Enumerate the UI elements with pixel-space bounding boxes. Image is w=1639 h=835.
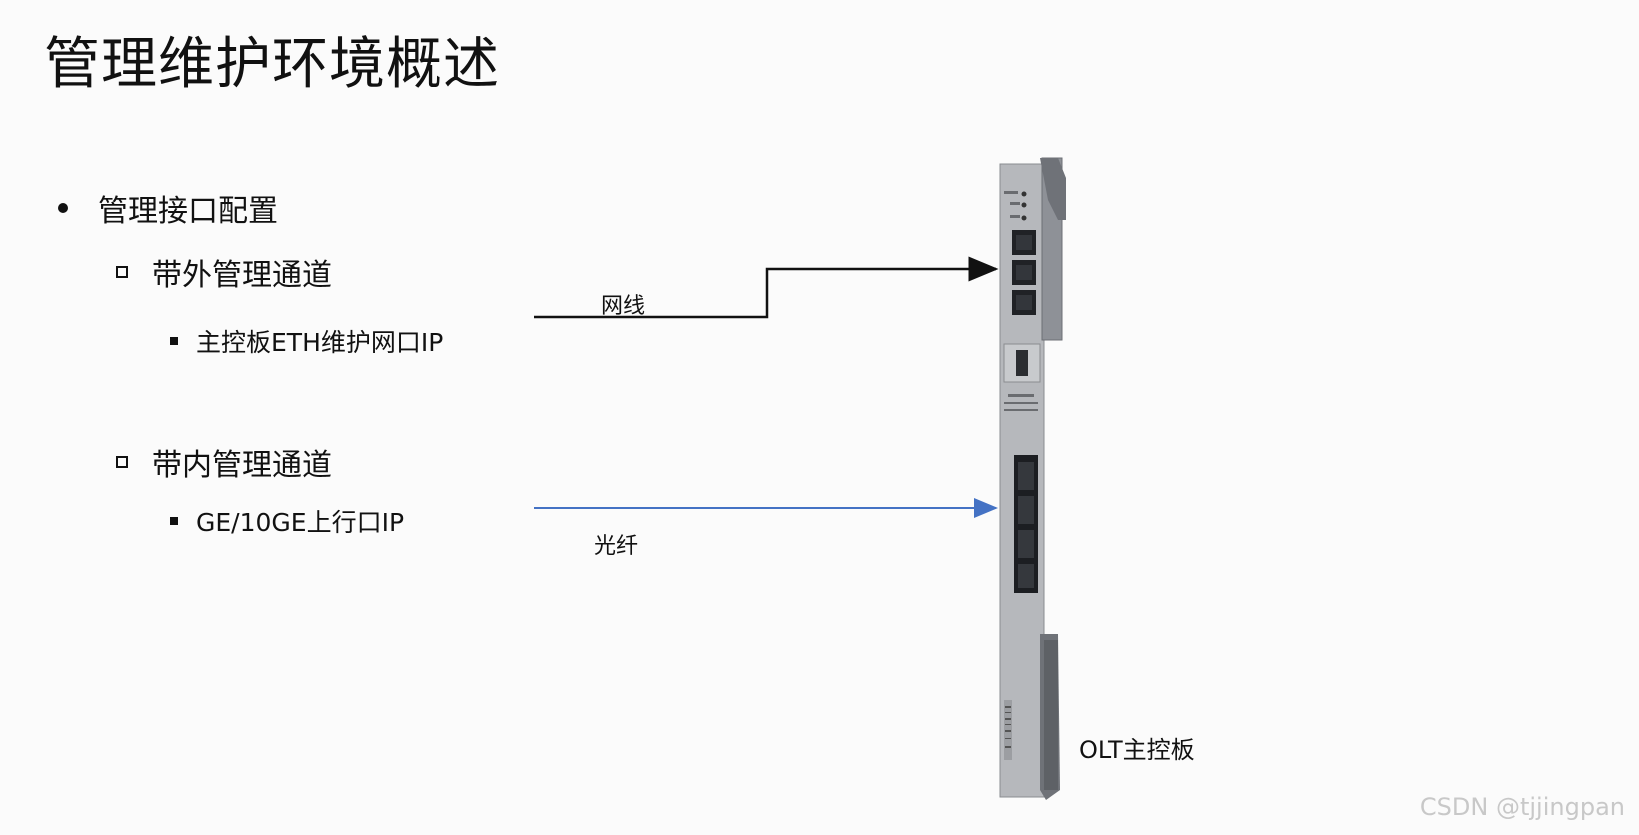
fiber-label: 光纤 [594, 534, 639, 559]
olt-board-label: OLT主控板 [1079, 736, 1195, 764]
bullet-label: 管理接口配置 [98, 194, 278, 229]
bullet-square [170, 517, 178, 525]
bullet-dot [58, 203, 68, 213]
bullet-label: 带外管理通道 [152, 258, 332, 293]
bullet-hollow-square [116, 266, 128, 278]
cable-label: 网线 [601, 294, 646, 319]
bullet-square [170, 337, 178, 345]
bullet-out-of-band-item: 主控板ETH维护网口IP [170, 323, 443, 359]
bullet-management-interface: 管理接口配置 [58, 186, 278, 230]
bullet-label: GE/10GE上行口IP [196, 508, 405, 537]
cable-arrow [534, 256, 999, 319]
bullet-hollow-square [116, 456, 128, 468]
watermark: CSDN @tjjingpan [1419, 793, 1625, 821]
olt-board-image [999, 157, 1066, 800]
bullet-in-band-item: GE/10GE上行口IP [170, 503, 404, 539]
bullet-label: 带内管理通道 [152, 448, 332, 483]
page-title: 管理维护环境概述 [44, 32, 500, 97]
bullet-label: 主控板ETH维护网口IP [196, 328, 444, 357]
bullet-in-band: 带内管理通道 [116, 440, 332, 484]
bullet-out-of-band: 带外管理通道 [116, 250, 332, 294]
